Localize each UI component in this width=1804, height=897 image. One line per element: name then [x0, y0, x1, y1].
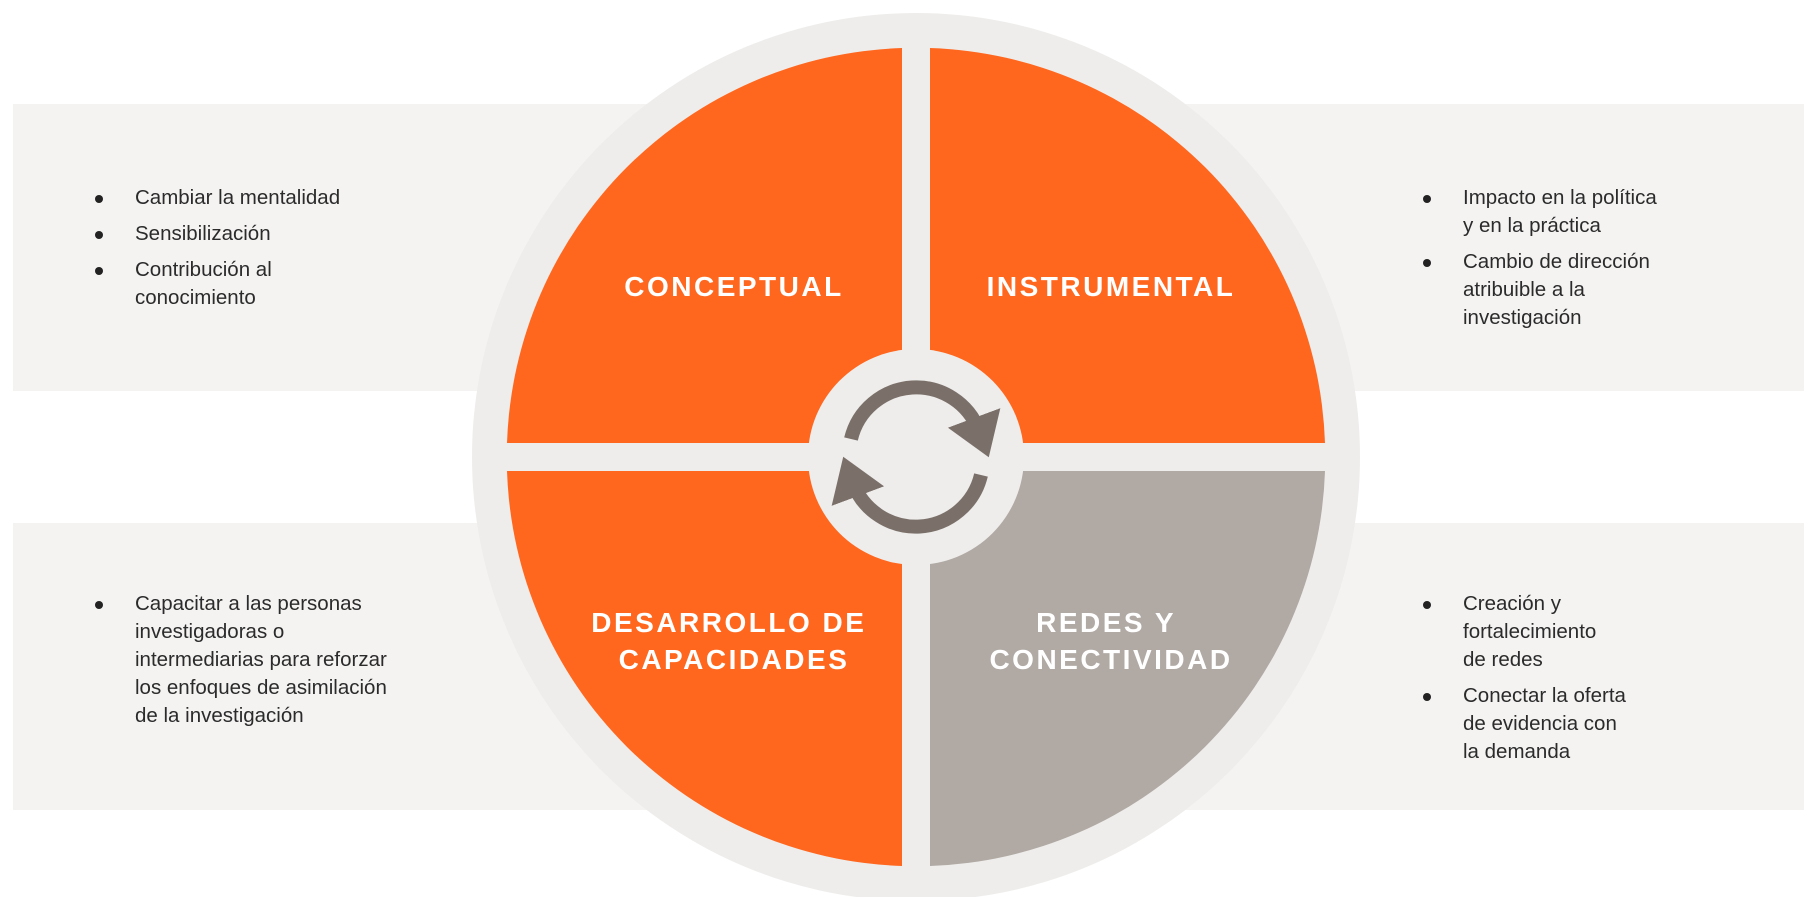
instrumental-bullet-list: Impacto en la política y en la práctica … [1416, 184, 1696, 340]
list-item: Contribución al conocimiento [88, 256, 418, 312]
list-item: Capacitar a las personas investigadoras … [88, 590, 428, 730]
list-item: Conectar la oferta de evidencia con la d… [1416, 682, 1696, 766]
capacidades-bullet-list: Capacitar a las personas investigadoras … [88, 590, 428, 738]
quadrant-instrumental [930, 48, 1325, 443]
center-hub [808, 349, 1024, 565]
list-item: Creación y fortalecimiento de redes [1416, 590, 1696, 674]
list-item: Cambio de dirección atribuible a la inve… [1416, 248, 1696, 332]
list-item: Impacto en la política y en la práctica [1416, 184, 1696, 240]
title-redes: REDES Y CONECTIVIDAD [989, 607, 1232, 675]
cycle-arrows-icon [831, 380, 1001, 534]
title-capacidades: DESARROLLO DE CAPACIDADES [591, 607, 876, 675]
conceptual-bullet-list: Cambiar la mentalidad Sensibilización Co… [88, 184, 418, 320]
title-instrumental: INSTRUMENTAL [987, 271, 1236, 302]
list-item: Sensibilización [88, 220, 418, 248]
quadrant-capacidades [507, 471, 902, 866]
redes-bullet-list: Creación y fortalecimiento de redes Cone… [1416, 590, 1696, 774]
list-item: Cambiar la mentalidad [88, 184, 418, 212]
quadrant-redes [930, 471, 1325, 866]
title-conceptual: CONCEPTUAL [624, 271, 843, 302]
quadrant-conceptual [507, 48, 902, 443]
